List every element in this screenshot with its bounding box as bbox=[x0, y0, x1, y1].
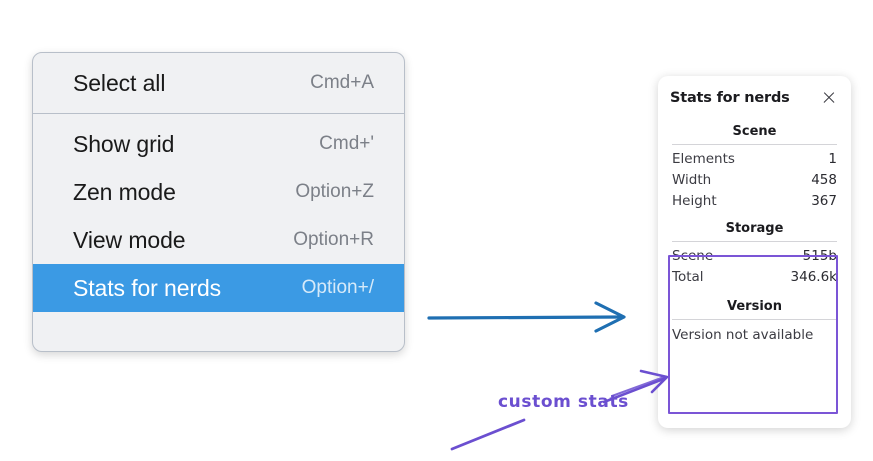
stats-section-version: Version Version not available bbox=[670, 297, 839, 345]
menu-item-label: Select all bbox=[73, 69, 166, 96]
menu-item-select-all[interactable]: Select all Cmd+A bbox=[33, 59, 404, 107]
section-divider bbox=[672, 319, 837, 320]
menu-item-label: Stats for nerds bbox=[73, 274, 222, 301]
menu-group-2: Show grid Cmd+' Zen mode Option+Z View m… bbox=[33, 114, 404, 318]
stats-panel-title: Stats for nerds bbox=[670, 90, 790, 106]
stat-value: 1 bbox=[828, 150, 837, 167]
stat-label: Total bbox=[672, 268, 704, 285]
menu-item-label: Zen mode bbox=[73, 178, 176, 205]
section-divider bbox=[672, 144, 837, 145]
menu-item-show-grid[interactable]: Show grid Cmd+' bbox=[33, 120, 404, 168]
stat-row: Height 367 bbox=[670, 190, 839, 211]
stat-value: 346.6k bbox=[790, 268, 837, 285]
menu-item-shortcut: Option+/ bbox=[301, 277, 374, 298]
stat-value: 367 bbox=[811, 192, 837, 209]
menu-item-label: View mode bbox=[73, 226, 186, 253]
menu-item-stats-for-nerds[interactable]: Stats for nerds Option+/ bbox=[33, 264, 404, 312]
menu-item-view-mode[interactable]: View mode Option+R bbox=[33, 216, 404, 264]
stat-row: Elements 1 bbox=[670, 148, 839, 169]
purple-underline-stroke bbox=[450, 418, 526, 451]
custom-stats-annotation-label: custom stats bbox=[498, 392, 629, 412]
stat-label: Elements bbox=[672, 150, 735, 167]
stat-label: Scene bbox=[672, 247, 714, 264]
stat-row: Width 458 bbox=[670, 169, 839, 190]
stat-label: Width bbox=[672, 171, 712, 188]
section-divider bbox=[672, 241, 837, 242]
stat-label: Height bbox=[672, 192, 717, 209]
menu-item-shortcut: Option+R bbox=[293, 229, 374, 250]
section-heading: Scene bbox=[732, 124, 777, 139]
stat-value: 515b bbox=[802, 247, 837, 264]
stats-for-nerds-panel: Stats for nerds Scene Elements 1 Width 4… bbox=[658, 76, 851, 428]
menu-item-shortcut: Cmd+A bbox=[310, 72, 374, 93]
stats-section-scene: Scene Elements 1 Width 458 Height 367 bbox=[670, 122, 839, 211]
section-heading: Storage bbox=[725, 221, 784, 236]
menu-group-1: Select all Cmd+A bbox=[33, 53, 404, 113]
version-note: Version not available bbox=[672, 327, 814, 343]
stats-panel-header: Stats for nerds bbox=[670, 90, 839, 106]
stat-value: 458 bbox=[811, 171, 837, 188]
blue-arrow bbox=[427, 301, 626, 333]
menu-item-shortcut: Cmd+' bbox=[319, 133, 374, 154]
stat-row: Total 346.6k bbox=[670, 266, 839, 287]
section-heading: Version bbox=[727, 299, 782, 314]
close-icon[interactable] bbox=[821, 90, 837, 106]
menu-item-zen-mode[interactable]: Zen mode Option+Z bbox=[33, 168, 404, 216]
stats-section-storage: Storage Scene 515b Total 346.6k bbox=[670, 219, 839, 287]
menu-separator bbox=[33, 113, 404, 114]
context-menu: Select all Cmd+A Show grid Cmd+' Zen mod… bbox=[32, 52, 405, 352]
stat-row: Scene 515b bbox=[670, 245, 839, 266]
menu-item-label: Show grid bbox=[73, 130, 175, 157]
menu-item-shortcut: Option+Z bbox=[295, 181, 374, 202]
